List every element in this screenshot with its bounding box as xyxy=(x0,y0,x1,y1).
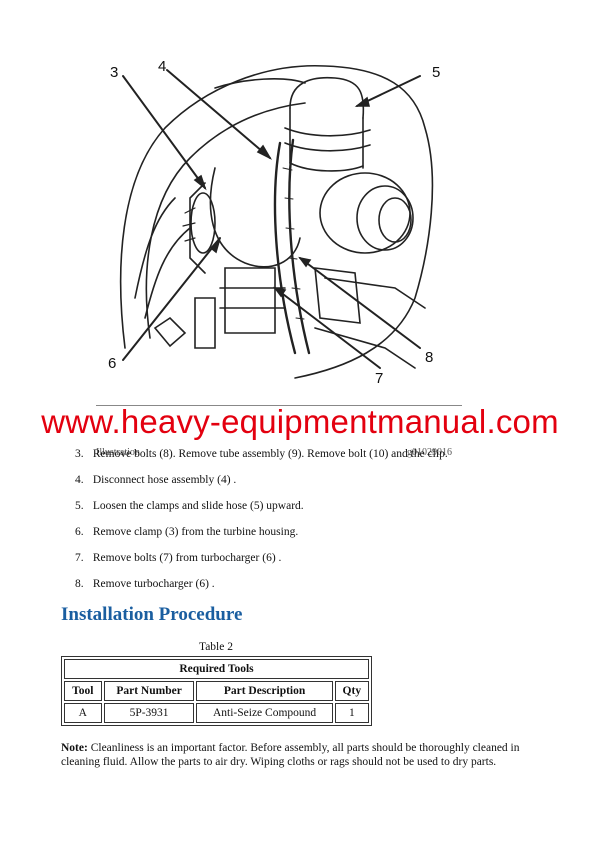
callout-8: 8 xyxy=(425,349,434,366)
column-header-qty: Qty xyxy=(334,681,369,701)
step-text: Disconnect hose assembly (4) . xyxy=(92,474,237,486)
table-title-row: Required Tools xyxy=(64,659,369,679)
turbocharger-drawing xyxy=(119,64,434,379)
table-title: Required Tools xyxy=(64,659,369,679)
cell-part-number: 5P-3931 xyxy=(103,703,195,723)
cell-tool: A xyxy=(64,703,102,723)
step-item: 6. Remove clamp (3) from the turbine hou… xyxy=(75,525,555,551)
watermark: www.heavy-equipmentmanual.com xyxy=(41,403,559,440)
step-item: 4. Disconnect hose assembly (4) . xyxy=(75,473,555,499)
removal-steps: 3. Remove bolts (8). Remove tube assembl… xyxy=(75,447,555,603)
required-tools-table: Required Tools Tool Part Number Part Des… xyxy=(61,656,372,726)
step-number: 8. xyxy=(75,578,84,590)
callout-5: 5 xyxy=(432,64,441,81)
step-text: Loosen the clamps and slide hose (5) upw… xyxy=(92,500,304,512)
table-row: A 5P-3931 Anti-Seize Compound 1 xyxy=(64,703,369,723)
turbocharger-illustration xyxy=(95,48,465,393)
callout-3: 3 xyxy=(110,64,119,81)
step-number: 3. xyxy=(75,448,84,460)
table-header-row: Tool Part Number Part Description Qty xyxy=(64,681,369,701)
step-number: 6. xyxy=(75,526,84,538)
step-text: Remove bolts (7) from turbocharger (6) . xyxy=(92,552,282,564)
column-header-tool: Tool xyxy=(64,681,102,701)
step-item: 5. Loosen the clamps and slide hose (5) … xyxy=(75,499,555,525)
cell-qty: 1 xyxy=(334,703,369,723)
section-title: Installation Procedure xyxy=(61,604,243,625)
figure-divider xyxy=(96,405,462,406)
callout-6: 6 xyxy=(108,355,117,372)
step-item: 7. Remove bolts (7) from turbocharger (6… xyxy=(75,551,555,577)
note-text: Cleanliness is an important factor. Befo… xyxy=(61,742,520,768)
step-text: Remove bolts (8). Remove tube assembly (… xyxy=(92,448,448,460)
note-label: Note: xyxy=(61,742,88,754)
step-number: 7. xyxy=(75,552,84,564)
step-text: Remove clamp (3) from the turbine housin… xyxy=(92,526,299,538)
column-header-part-description: Part Description xyxy=(196,681,333,701)
figure-caption-id: g01029016 xyxy=(407,447,452,458)
step-item: 3. Remove bolts (8). Remove tube assembl… xyxy=(75,447,555,473)
figure-caption-label: Illustration xyxy=(96,447,140,458)
step-number: 5. xyxy=(75,500,84,512)
callout-4: 4 xyxy=(158,58,167,75)
table-label: Table 2 xyxy=(198,641,233,653)
step-text: Remove turbocharger (6) . xyxy=(92,578,215,590)
cell-part-description: Anti-Seize Compound xyxy=(196,703,333,723)
step-number: 4. xyxy=(75,474,84,486)
column-header-part-number: Part Number xyxy=(103,681,195,701)
step-item: 8. Remove turbocharger (6) . xyxy=(75,577,555,603)
cleanliness-note: Note: Cleanliness is an important factor… xyxy=(61,741,541,769)
callout-7: 7 xyxy=(375,370,384,387)
